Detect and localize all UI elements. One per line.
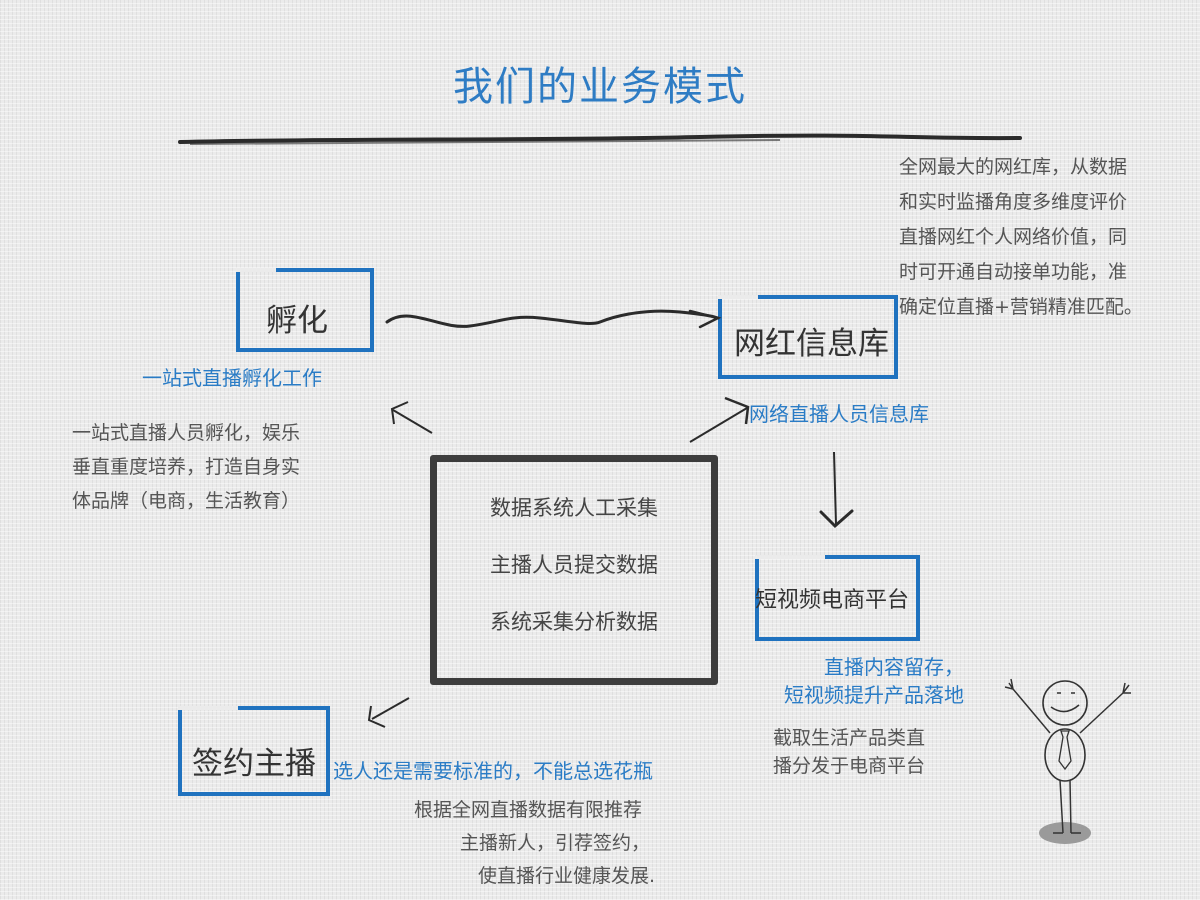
data-line-3: 系统采集分析数据 [490, 610, 658, 634]
down-left-arrow-icon [367, 697, 410, 728]
happy-stick-figure-icon [1004, 678, 1131, 844]
wavy-arrow-icon [385, 309, 722, 329]
influencer-db-description: 全网最大的网红库，从数据 和实时监播角度多维度评价 直播网红个人网络价值，同 时… [899, 156, 1143, 318]
data-line-1: 数据系统人工采集 [490, 496, 658, 520]
short-video-box[interactable] [755, 555, 920, 641]
incubation-label: 孵化 [266, 303, 328, 339]
short-video-subtitle: 直播内容留存， 短视频提升产品落地 [784, 655, 964, 707]
up-right-arrow-icon [689, 396, 750, 443]
down-arrow-icon [819, 451, 854, 529]
influencer-db-subtitle: 网络直播人员信息库 [749, 402, 929, 426]
signing-subtitle: 选人还是需要标准的，不能总选花瓶 [333, 759, 653, 783]
incubation-box[interactable] [236, 268, 374, 352]
short-video-description: 截取生活产品类直 播分发于电商平台 [773, 727, 926, 777]
incubation-description: 一站式直播人员孵化，娱乐 垂直重度培养，打造自身实 体品牌（电商，生活教育） [72, 422, 301, 512]
signing-description: 根据全网直播数据有限推荐 主播新人，引荐签约， 使直播行业健康发展. [414, 799, 656, 887]
influencer-db-label: 网红信息库 [734, 326, 889, 362]
data-center-box[interactable]: 数据系统人工采集 主播人员提交数据 系统采集分析数据 [430, 455, 718, 685]
page-title: 我们的业务模式 [453, 64, 747, 110]
short-video-label: 短视频电商平台 [755, 588, 910, 613]
influencer-db-box[interactable] [718, 295, 898, 379]
up-left-arrow-icon [390, 401, 433, 434]
signing-label: 签约主播 [192, 746, 316, 782]
signing-box[interactable] [178, 706, 330, 796]
title-underline [178, 133, 1022, 145]
data-line-2: 主播人员提交数据 [490, 553, 658, 577]
incubation-subtitle: 一站式直播孵化工作 [142, 366, 322, 390]
